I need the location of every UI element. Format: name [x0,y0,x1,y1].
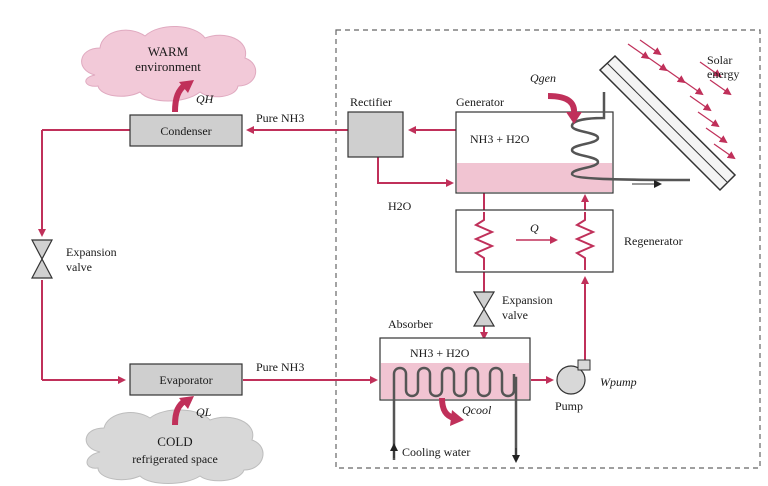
warm-cloud-label-1: WARM [148,44,189,59]
rectifier-label: Rectifier [350,95,392,109]
q-regen-label: Q [530,221,539,235]
evaporator-label: Evaporator [159,373,212,387]
condenser-box [129,114,243,147]
expansion-valve-right-label-1: Expansion [502,293,553,307]
absorber-content-label: NH3 + H2O [410,346,470,360]
expansion-valve-right-icon [472,291,496,327]
expansion-valve-left-label-1: Expansion [66,245,117,259]
expansion-valve-left-icon [31,239,53,279]
solar-label-1: Solar [707,53,732,67]
pure-nh3-top-label: Pure NH3 [256,111,304,125]
system-boundary [335,29,761,469]
cold-space-cloud: COLD refrigerated space [85,409,264,484]
qh-label: QH [196,92,215,106]
regenerator-right-resistor-icon [574,212,596,270]
h2o-label: H2O [388,199,412,213]
qgen-heat-arrow [547,93,578,115]
refrigerant-loop-pipes [38,126,589,384]
absorber-label: Absorber [388,317,433,331]
solar-rays [627,39,736,160]
cold-cloud-label-1: COLD [157,434,192,449]
pure-nh3-bottom-label: Pure NH3 [256,360,304,374]
cold-cloud-label-2: refrigerated space [132,452,218,466]
generator-coil-icon [570,92,691,182]
pump-icon [556,359,591,395]
absorber-coil-icon [392,366,518,460]
regenerator-label: Regenerator [624,234,683,248]
ql-label: QL [196,405,212,419]
evaporator-box [129,363,243,396]
wpump-label: Wpump [600,375,637,389]
cooling-water-label: Cooling water [402,445,470,459]
condenser-label: Condenser [160,124,211,138]
qgen-label: Qgen [530,71,556,85]
generator-label: Generator [456,95,504,109]
regenerator-left-resistor-icon [473,212,495,270]
solar-collector-icon [598,54,737,192]
qcool-label: Qcool [462,403,492,417]
rectifier-box [347,111,404,158]
warm-cloud-label-2: environment [135,59,201,74]
expansion-valve-left-label-2: valve [66,260,92,274]
solar-label-2: energy [707,67,739,81]
expansion-valve-right-label-2: valve [502,308,528,322]
warm-environment-cloud: WARM environment [81,25,257,102]
generator-content-label: NH3 + H2O [470,132,530,146]
pump-label: Pump [555,399,583,413]
